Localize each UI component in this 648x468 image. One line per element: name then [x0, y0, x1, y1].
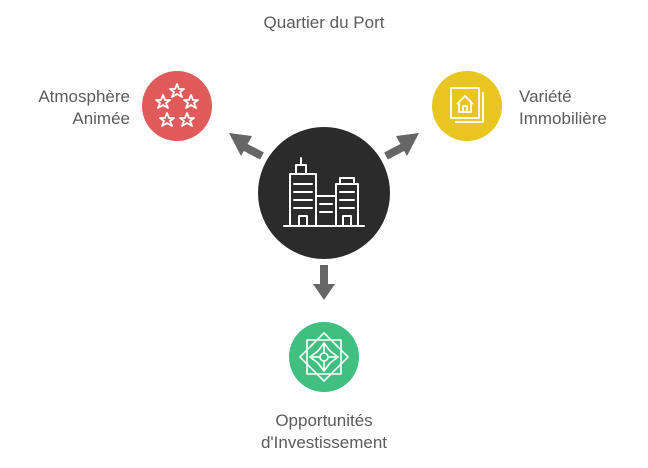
arrows [229, 133, 419, 300]
arrow-to-left [229, 133, 264, 160]
center-node [254, 123, 394, 263]
arrow-to-bottom [313, 265, 335, 300]
house-frame-icon [450, 87, 484, 123]
right-node-label-line-1: Variété [519, 87, 572, 106]
right-node [432, 71, 502, 141]
buildings-icon [283, 157, 365, 227]
left-node [142, 71, 212, 141]
bottom-node-label-line-1: Opportunités [275, 411, 373, 430]
left-node-label-line-2: Animée [72, 109, 130, 128]
ornament-icon [299, 332, 349, 382]
bottom-node [289, 322, 359, 392]
left-node-label-line-1: Atmosphère [38, 87, 130, 106]
right-node-label-line-2: Immobilière [519, 109, 607, 128]
bottom-node-label-line-2: d'Investissement [260, 433, 388, 452]
bottom-node-label: Opportunités d'Investissement [0, 410, 648, 454]
stars-icon [155, 83, 199, 127]
arrow-to-right [384, 133, 419, 160]
diagram-title: Quartier du Port [263, 13, 385, 32]
left-node-label: Atmosphère Animée [38, 86, 130, 130]
right-node-label: Variété Immobilière [519, 86, 607, 130]
